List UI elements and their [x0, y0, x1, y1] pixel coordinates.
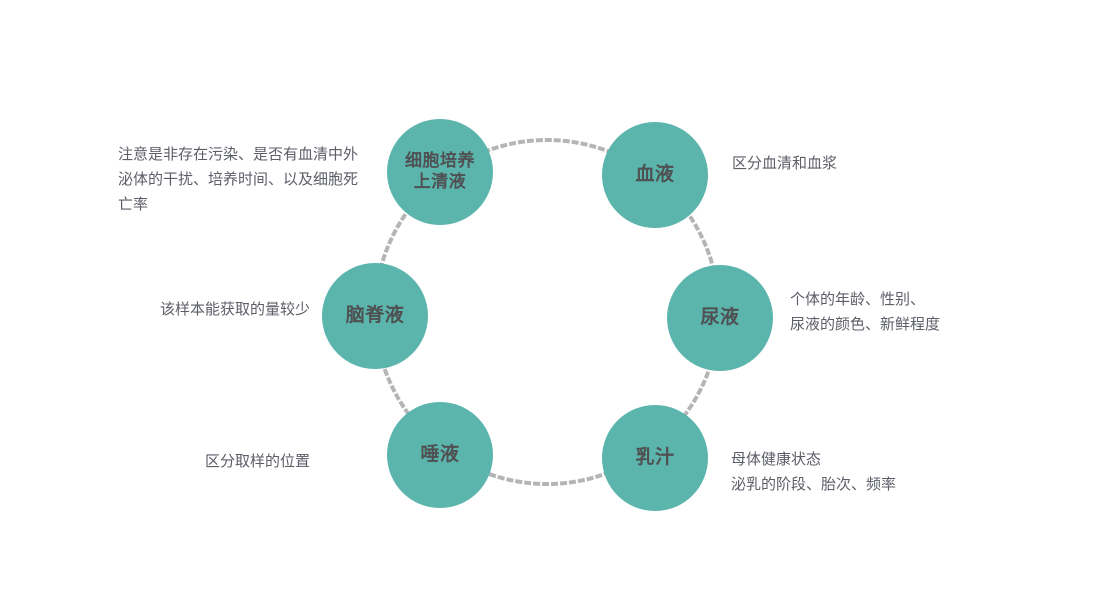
node-blood[interactable]: 血液 — [602, 122, 708, 228]
node-label-milk: 乳汁 — [635, 446, 675, 468]
note-cerebrospinal-fluid: 该样本能获取的量较少 — [159, 301, 310, 318]
node-label-blood: 血液 — [635, 163, 675, 185]
note-cell-culture-supernatant: 注意是非存在污染、是否有血清中外泌体的干扰、培养时间、以及细胞死亡率 — [118, 146, 359, 213]
node-label-urine: 尿液 — [700, 306, 740, 328]
node-milk[interactable]: 乳汁 — [602, 405, 708, 511]
note-urine: 个体的年龄、性别、 尿液的颜色、新鲜程度 — [790, 291, 941, 333]
note-milk: 母体健康状态 泌乳的阶段、胎次、频率 — [731, 451, 897, 493]
node-urine[interactable]: 尿液 — [667, 265, 773, 371]
node-label-cerebrospinal-fluid: 脑脊液 — [345, 304, 405, 326]
node-saliva[interactable]: 唾液 — [387, 402, 493, 508]
node-label-saliva: 唾液 — [420, 443, 460, 465]
node-cell-culture-supernatant[interactable]: 细胞培养上清液 — [387, 119, 493, 225]
node-label-cell-culture-supernatant: 细胞培养上清液 — [405, 151, 475, 191]
note-saliva: 区分取样的位置 — [204, 453, 310, 470]
note-blood: 区分血清和血浆 — [732, 155, 838, 172]
node-cerebrospinal-fluid[interactable]: 脑脊液 — [322, 263, 428, 369]
